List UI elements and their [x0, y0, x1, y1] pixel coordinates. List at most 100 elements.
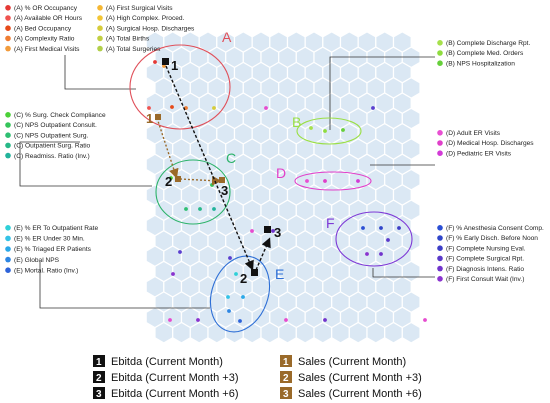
callout-item-label: (D) Pediatric ER Visits: [446, 150, 512, 157]
ebitda-point-3-label: 3: [274, 225, 281, 240]
callout-item-label: (C) % Surg. Check Compliance: [14, 112, 106, 119]
svg-text:1: 1: [96, 357, 102, 368]
svg-text:2: 2: [96, 373, 102, 384]
metric-dot: [184, 207, 188, 211]
callout-item: (F) % Anesthesia Consent Comp.: [437, 225, 544, 232]
legend-dot-icon: [5, 122, 11, 128]
legend-dot-icon: [5, 246, 11, 252]
callout-item: (F) Complete Surgical Rpt.: [437, 255, 524, 263]
legend-dot-icon: [437, 140, 443, 146]
metric-dot: [153, 60, 157, 64]
legend-dot-icon: [5, 142, 11, 149]
cluster-letter-B: B: [292, 114, 301, 130]
metric-dot: [226, 295, 230, 299]
callout-item-label: (D) Medical Hosp. Discharges: [446, 140, 534, 147]
callout-list-C: (C) % Surg. Check Compliance (C) NPS Outp…: [5, 112, 106, 160]
cluster-letter-C: C: [226, 150, 236, 166]
hex-cell: [295, 321, 315, 344]
callout-item-label: (F) Diagnosis Intens. Ratio: [446, 266, 524, 273]
cluster-ellipse-B: [296, 117, 362, 145]
legend-dot-icon: [97, 25, 103, 32]
legend-dot-icon: [5, 235, 11, 242]
callout-item-label: (F) Complete Surgical Rpt.: [446, 256, 524, 263]
metric-dot: [170, 105, 174, 109]
metric-dot: [397, 226, 401, 230]
callout-item-label: (F) First Consult Wait (Inv.): [446, 276, 524, 283]
callout-item: (B) Complete Discharge Rpt.: [437, 40, 530, 47]
metric-dot: [386, 238, 390, 242]
callout-item: (F) First Consult Wait (Inv.): [437, 276, 524, 283]
legend-dot-icon: [97, 35, 103, 42]
metric-dot: [341, 128, 345, 132]
metric-dot: [198, 207, 202, 211]
callout-item-label: (B) NPS Hospitalization: [446, 60, 515, 67]
legend-dot-icon: [97, 15, 103, 21]
legend-sales-1: 1 Sales (Current Month): [280, 355, 406, 368]
sales-point-3-marker: [219, 177, 225, 183]
svg-text:2: 2: [283, 373, 289, 384]
legend-dot-icon: [437, 130, 443, 136]
callout-item-label: (D) Adult ER Visits: [446, 130, 501, 137]
cluster-ellipse-D: [294, 171, 372, 191]
legend-dot-icon: [5, 132, 11, 138]
callout-item: (E) % ER To Outpatient Rate: [5, 225, 99, 232]
callout-item: (E) % ER Under 30 Min.: [5, 235, 85, 243]
cluster-ellipse-E: [209, 255, 271, 333]
hex-cell: [242, 321, 262, 344]
legend-dot-icon: [5, 45, 11, 52]
hex-cell: [207, 321, 227, 344]
metric-dot: [178, 250, 182, 254]
trajectory-legend: 1 Ebitda (Current Month) 2 Ebitda (Curre…: [93, 355, 422, 400]
metric-dot: [323, 318, 327, 322]
callout-item: (A) Complexity Ratio: [5, 36, 75, 43]
callout-item-label: (B) Complete Med. Orders: [446, 50, 524, 57]
callout-list-A: (A) % OR Occupancy(A) Available OR Hours…: [5, 5, 195, 53]
legend-dot-icon: [5, 35, 11, 42]
callout-item: (B) NPS Hospitalization: [437, 60, 515, 67]
callout-item: (C) NPS Outpatient Surg.: [5, 132, 89, 139]
svg-text:Ebitda (Current Month +6): Ebitda (Current Month +6): [111, 388, 238, 400]
callout-item: (B) Complete Med. Orders: [437, 50, 524, 57]
cluster-ellipse-F: [335, 211, 413, 267]
callout-item-label: (C) NPS Outpatient Consult.: [14, 122, 97, 129]
callout-item-label: (F) % Anesthesia Consent Comp.: [446, 225, 544, 232]
callout-item: (D) Pediatric ER Visits: [437, 150, 512, 157]
legend-dot-icon: [5, 5, 11, 11]
sales-point-1-label: 1: [146, 111, 153, 126]
callout-item: (F) % Early Disch. Before Noon: [437, 235, 538, 242]
callout-item-label: (C) Outpatient Surg. Ratio: [14, 143, 91, 150]
metric-dot: [264, 106, 268, 110]
metric-dot: [284, 318, 288, 322]
callout-item: (E) Mortal. Ratio (Inv.): [5, 267, 78, 274]
svg-text:3: 3: [283, 389, 289, 400]
legend-dot-icon: [437, 40, 443, 46]
callout-item: (A) Total Surgeries: [97, 45, 161, 53]
metric-dot: [196, 318, 200, 322]
legend-dot-icon: [97, 5, 103, 11]
metric-dot: [238, 319, 242, 323]
hex-cell: [331, 321, 350, 344]
callout-item-label: (A) High Complex. Proced.: [106, 15, 185, 22]
metric-dot: [250, 229, 254, 233]
callout-item-label: (E) % ER Under 30 Min.: [14, 236, 85, 243]
cluster-letter-E: E: [275, 266, 284, 282]
hex-cell: [366, 321, 386, 344]
cluster-letter-A: A: [222, 29, 232, 45]
hex-cell: [401, 321, 421, 344]
callout-line-F: [372, 268, 435, 278]
metric-dot: [171, 272, 175, 276]
legend-ebitda-1: 1 Ebitda (Current Month): [93, 355, 223, 368]
callout-item: (A) Available OR Hours: [5, 15, 83, 22]
svg-text:Ebitda (Current Month +3): Ebitda (Current Month +3): [111, 372, 238, 384]
hexagon-grid: [145, 31, 421, 344]
ebitda-point-1-marker: [162, 58, 169, 65]
callout-item-label: (A) Total Surgeries: [106, 46, 161, 53]
callout-item: (A) Total Births: [97, 36, 150, 43]
legend-dot-icon: [5, 256, 11, 263]
svg-text:3: 3: [96, 389, 102, 400]
callout-line-A: [64, 55, 136, 90]
hex-cell: [278, 321, 297, 344]
metric-dot: [241, 295, 245, 299]
metric-dot: [184, 106, 188, 110]
